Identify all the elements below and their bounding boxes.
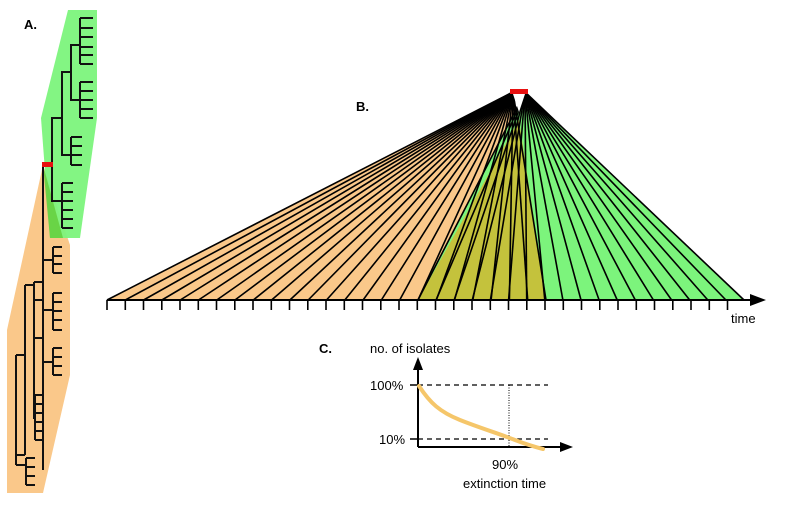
green-lineage-line (524, 91, 600, 301)
decay-curve (417, 384, 545, 451)
orange-lineage-line (325, 91, 514, 301)
panel-a-label: A. (24, 17, 37, 32)
extinction-percent-label: 90% (492, 457, 518, 472)
panel-b-label: B. (356, 99, 369, 114)
green-lineage-line (524, 91, 618, 301)
orange-lineage-line (179, 91, 514, 301)
orange-lineage-line (216, 91, 514, 301)
green-lineage-line (524, 91, 582, 301)
orange-lineage-line (398, 91, 514, 301)
orange-lineage-line (435, 91, 514, 301)
orange-lineage-line (234, 91, 514, 301)
green-lineage-line (524, 91, 564, 301)
orange-fan-region (107, 92, 546, 300)
orange-lineage-line (252, 91, 514, 301)
green-lineage-line (489, 91, 526, 301)
orange-lineage-line (271, 91, 514, 301)
overlap-fan-region (418, 120, 546, 300)
green-lineage-line (524, 91, 673, 301)
green-lineage-line (524, 91, 727, 301)
panel-c-label: C. (319, 341, 332, 356)
orange-lineage-line (106, 91, 514, 301)
fan-lines (106, 91, 745, 301)
orange-lineage-line (161, 91, 514, 301)
orange-lineage-line (289, 91, 514, 301)
green-lineage-line (453, 91, 526, 301)
time-axis: time (106, 294, 766, 326)
y-axis-label: no. of isolates (370, 341, 451, 356)
green-lineage-line (507, 91, 526, 301)
apex-gap (513, 94, 525, 112)
panel-a: A. (7, 10, 97, 493)
phylogenetic-tree (15, 17, 93, 486)
green-lineage-line (435, 91, 526, 301)
orange-lineage-line (417, 91, 514, 301)
time-axis-ticks (106, 300, 729, 310)
green-lineage-line (471, 91, 526, 301)
root-marker (42, 162, 53, 167)
green-lineage-line (417, 91, 526, 301)
orange-lineage-line (362, 91, 514, 301)
time-axis-label: time (731, 311, 756, 326)
green-lineage-line (524, 91, 546, 301)
green-lineage-line (524, 91, 655, 301)
orange-lineage-line (307, 91, 514, 301)
origin-marker (510, 89, 528, 94)
green-lineage-line (524, 91, 528, 301)
tick-10-label: 10% (379, 432, 405, 447)
x-axis-arrow-icon (560, 442, 573, 452)
tick-100-label: 100% (370, 378, 404, 393)
green-lineage-line (524, 91, 691, 301)
orange-lineage-line (198, 91, 514, 301)
orange-lineage-line (453, 91, 514, 301)
extinction-time-label: extinction time (463, 476, 546, 491)
green-lineage-line (524, 91, 637, 301)
green-lineage-line (524, 91, 745, 301)
panel-c: C. no. of isolates 100% 10% 90% extincti… (319, 341, 573, 491)
orange-lineage-line (143, 91, 514, 301)
green-lineage-line (524, 91, 709, 301)
orange-lineage-line (344, 91, 514, 301)
panel-b: B. time (106, 89, 766, 326)
orange-lineage-line (124, 91, 514, 301)
y-axis-arrow-icon (413, 357, 423, 370)
orange-lineage-line (380, 91, 514, 301)
time-axis-arrow-icon (750, 294, 766, 306)
green-clade-region (41, 10, 97, 238)
